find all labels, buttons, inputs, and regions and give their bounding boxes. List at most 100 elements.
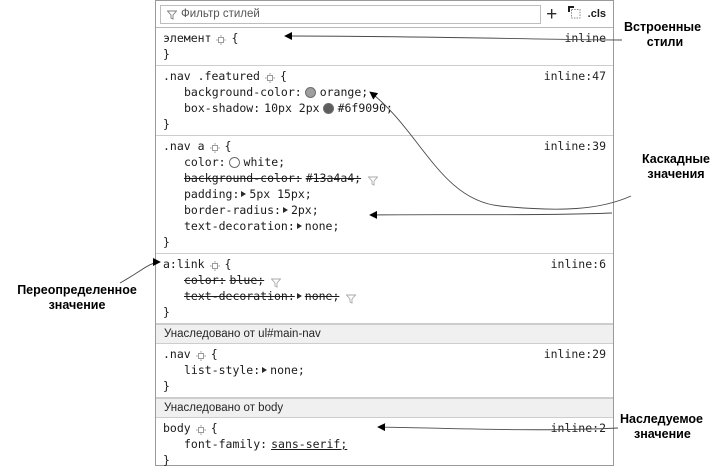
rule-origin[interactable]: inline:2: [550, 421, 606, 435]
declaration-property[interactable]: box-shadow:: [184, 101, 261, 115]
expand-triangle-icon[interactable]: [262, 367, 268, 373]
declaration-value[interactable]: none;: [304, 289, 340, 303]
declaration-value[interactable]: #6f9090;: [337, 101, 393, 115]
style-filter-input[interactable]: Фильтр стилей: [160, 4, 541, 24]
rule-header: .nav .featured { inline:47: [156, 68, 613, 84]
rule-selector[interactable]: элемент: [163, 31, 212, 45]
inherited-from-heading: Унаследовано от body: [156, 398, 613, 418]
annotation-inline-styles: Встроенные стили: [624, 20, 724, 50]
declaration[interactable]: list-style: none;: [156, 362, 613, 378]
expand-triangle-icon[interactable]: [296, 223, 302, 229]
declaration-property[interactable]: color:: [184, 273, 226, 287]
rule-open-brace: {: [224, 139, 232, 153]
style-filter-placeholder: Фильтр стилей: [181, 8, 260, 20]
declaration-property[interactable]: border-radius:: [184, 203, 281, 217]
annotation-inherited-value-line1: Наследуемое: [620, 412, 703, 426]
declaration[interactable]: text-decoration: none;: [156, 218, 613, 234]
color-swatch-icon[interactable]: [304, 86, 316, 98]
rule-origin[interactable]: inline: [564, 31, 606, 45]
element-state-icon[interactable]: [195, 349, 206, 361]
styles-panel: Фильтр стилей + .cls элемент {: [155, 0, 614, 466]
declaration-property[interactable]: text-decoration:: [184, 289, 295, 303]
expand-triangle-icon[interactable]: [282, 207, 288, 213]
annotation-inherited-value: Наследуемое значение: [620, 412, 724, 442]
cls-button[interactable]: .cls: [587, 8, 606, 20]
annotation-cascaded-values-line2: значения: [647, 167, 705, 181]
rule-open-brace: {: [224, 257, 232, 271]
style-rule[interactable]: a:link { inline:6 color: blue; text-deco…: [156, 254, 613, 324]
filter-property-icon[interactable]: [345, 292, 357, 304]
annotation-overridden-value-line1: Переопределенное: [17, 283, 137, 297]
rule-open-brace: {: [279, 69, 287, 83]
annotation-inline-styles-line2: стили: [646, 35, 684, 49]
rule-close-brace: }: [163, 235, 170, 249]
declaration[interactable]: padding: 5px 15px;: [156, 186, 613, 202]
add-style-rule-button[interactable]: +: [541, 3, 563, 25]
declaration-value[interactable]: orange;: [319, 85, 369, 99]
rule-selector[interactable]: .nav a: [163, 139, 205, 153]
expand-triangle-icon[interactable]: [296, 293, 302, 299]
rule-open-brace: {: [231, 31, 239, 45]
annotation-cascaded-values: Каскадные значения: [630, 152, 722, 182]
declaration-value[interactable]: none;: [270, 363, 305, 377]
declaration-property[interactable]: padding:: [184, 187, 240, 201]
declaration-value[interactable]: 5px 15px;: [249, 187, 312, 201]
rule-selector[interactable]: body: [163, 421, 191, 435]
declaration-property[interactable]: list-style:: [184, 363, 261, 377]
declaration-value-prefix[interactable]: 10px 2px: [264, 101, 320, 115]
declaration-overridden[interactable]: color: blue;: [156, 272, 613, 288]
declaration[interactable]: font-family: sans-serif;: [156, 436, 613, 452]
rule-header: a:link { inline:6: [156, 256, 613, 272]
expand-triangle-icon[interactable]: [241, 191, 247, 197]
declaration-value[interactable]: 2px;: [290, 203, 319, 217]
color-swatch-icon[interactable]: [322, 102, 334, 114]
element-state-icon[interactable]: [209, 259, 220, 271]
filter-property-icon[interactable]: [270, 276, 282, 288]
declaration[interactable]: border-radius: 2px;: [156, 202, 613, 218]
annotation-overridden-value: Переопределенное значение: [2, 283, 152, 313]
style-rule[interactable]: body { inline:2 font-family: sans-serif;…: [156, 418, 613, 466]
style-rule[interactable]: .nav { inline:29 list-style: none; }: [156, 344, 613, 398]
declaration-property[interactable]: font-family:: [184, 437, 268, 451]
element-state-icon[interactable]: [195, 423, 206, 435]
rule-close-brace: }: [163, 379, 170, 393]
declaration-value[interactable]: none;: [304, 219, 340, 233]
declaration-overridden[interactable]: text-decoration: none;: [156, 288, 613, 304]
rule-open-brace: {: [210, 347, 218, 361]
rule-selector[interactable]: .nav .featured: [163, 69, 260, 83]
declaration-value[interactable]: #13a4a4;: [305, 171, 362, 185]
rule-origin[interactable]: inline:39: [543, 139, 606, 153]
declaration[interactable]: color: white;: [156, 154, 613, 170]
pseudo-element-icon: [567, 5, 581, 24]
funnel-icon: [166, 10, 178, 20]
element-state-icon[interactable]: [216, 33, 227, 45]
declaration-value[interactable]: blue;: [229, 273, 265, 287]
rule-header: body { inline:2: [156, 420, 613, 436]
rule-origin[interactable]: inline:29: [543, 347, 606, 361]
color-swatch-icon[interactable]: [228, 156, 240, 168]
declaration-value[interactable]: sans-serif;: [271, 437, 348, 451]
rule-close-brace: }: [163, 47, 170, 61]
rule-header: элемент { inline: [156, 30, 613, 46]
rule-origin[interactable]: inline:6: [550, 257, 606, 271]
rule-origin[interactable]: inline:47: [543, 69, 606, 83]
declaration-property[interactable]: background-color:: [184, 85, 302, 99]
filter-property-icon[interactable]: [367, 174, 379, 186]
declaration-property[interactable]: background-color:: [184, 171, 302, 185]
declaration-property[interactable]: color:: [184, 155, 226, 169]
style-rule[interactable]: элемент { inline }: [156, 28, 613, 66]
declaration[interactable]: box-shadow: 10px 2px #6f9090;: [156, 100, 613, 116]
pseudo-element-button[interactable]: [563, 3, 585, 25]
style-rule[interactable]: .nav .featured { inline:47 background-co…: [156, 66, 613, 136]
rule-close-brace: }: [163, 305, 170, 319]
declaration-value[interactable]: white;: [243, 155, 286, 169]
rule-selector[interactable]: a:link: [163, 257, 205, 271]
declaration-property[interactable]: text-decoration:: [184, 219, 295, 233]
style-rule[interactable]: .nav a { inline:39 color: white; backgro…: [156, 136, 613, 254]
declaration-overridden[interactable]: background-color: #13a4a4;: [156, 170, 613, 186]
plus-icon: +: [546, 3, 558, 25]
element-state-icon[interactable]: [264, 71, 275, 83]
element-state-icon[interactable]: [209, 141, 220, 153]
declaration[interactable]: background-color: orange;: [156, 84, 613, 100]
rule-selector[interactable]: .nav: [163, 347, 191, 361]
